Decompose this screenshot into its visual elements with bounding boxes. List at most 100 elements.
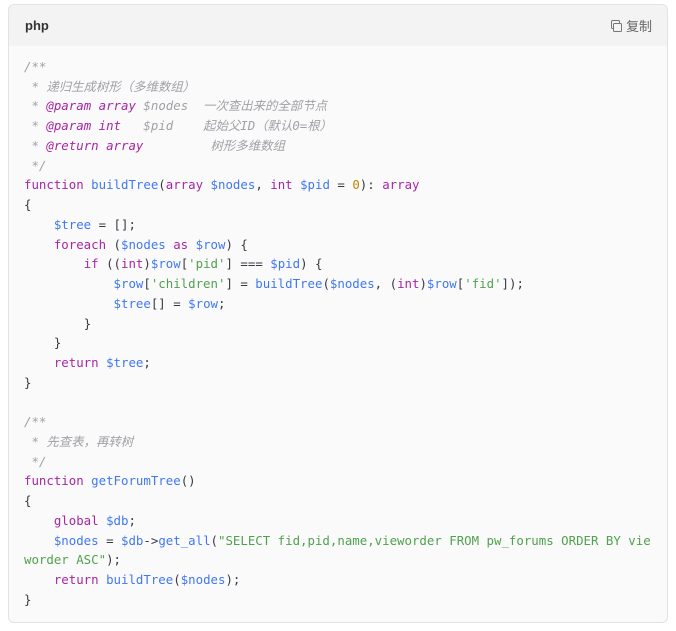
code-token: return [53, 572, 99, 588]
code-content[interactable]: /** * 递归生成树形（多维数组） * @param array $nodes… [9, 46, 667, 610]
code-token: () [180, 473, 196, 489]
code-token: int [397, 276, 420, 292]
code-token: array [98, 98, 136, 114]
code-token: global [53, 512, 99, 528]
code-line: function buildTree(array $nodes, int $pi… [24, 175, 651, 195]
code-token: [] = [150, 295, 189, 311]
code-line: function getForumTree() [24, 471, 651, 491]
code-token [24, 217, 54, 232]
code-token: get_all [158, 532, 211, 548]
code-token: $pid 起始父ID（默认0=根） [121, 118, 333, 134]
code-token [24, 296, 114, 311]
code-token: [ [180, 256, 189, 272]
code-token: if [83, 256, 99, 272]
code-token: -> [143, 532, 159, 548]
code-line: foreach ($nodes as $row) { [24, 235, 651, 255]
code-token: * [24, 137, 47, 153]
code-line: * @param array $nodes 一次查出来的全部节点 [24, 96, 651, 116]
code-token: { [24, 197, 32, 213]
code-token: foreach [53, 236, 107, 252]
code-line: return buildTree($nodes); [24, 570, 651, 590]
code-token: ] === [225, 256, 271, 272]
code-token: , [255, 177, 271, 193]
code-token [188, 237, 195, 252]
code-line: */ [24, 156, 651, 176]
code-token: ( [158, 177, 166, 193]
code-token: buildTree [91, 177, 159, 193]
code-token: getForumTree [91, 473, 181, 489]
code-token: ( [210, 532, 218, 548]
code-token: $pid [300, 177, 330, 193]
code-token: { [24, 493, 32, 509]
code-line: /** [24, 57, 651, 77]
code-token: int [121, 256, 144, 272]
copy-label: 复制 [625, 19, 652, 34]
code-token: ); [225, 572, 241, 588]
code-token: } [24, 374, 32, 390]
code-token: $tree [53, 216, 92, 232]
code-token: @return [46, 137, 99, 153]
code-token: * [24, 118, 47, 134]
code-line: } [24, 590, 651, 610]
language-label: php [25, 18, 49, 33]
code-token: $nodes 一次查出来的全部节点 [135, 98, 327, 114]
code-token [91, 118, 98, 133]
code-token: $row [113, 276, 144, 292]
code-token: ; [218, 295, 226, 311]
code-token [24, 513, 54, 528]
code-token: $row [195, 236, 226, 252]
code-line: /** [24, 412, 651, 432]
code-token [99, 138, 106, 153]
code-token: $row [426, 276, 457, 292]
code-token: /** [24, 414, 47, 430]
code-line: $row['children'] = buildTree($nodes, (in… [24, 274, 651, 294]
code-token: * [24, 98, 47, 114]
code-line: return $tree; [24, 353, 651, 373]
code-token: $nodes [329, 276, 375, 292]
code-token: buildTree [255, 276, 323, 292]
code-token: int [270, 177, 293, 193]
code-line: * 递归生成树形（多维数组） [24, 77, 651, 97]
code-line: $tree = []; [24, 215, 651, 235]
code-token: $nodes [120, 236, 166, 252]
code-header: php 复制 [9, 5, 667, 46]
code-token: /** [24, 59, 47, 74]
code-token: 'children' [150, 276, 226, 292]
code-token: ); [106, 552, 121, 568]
code-token: ] = [225, 276, 256, 292]
code-token: ) { [300, 256, 323, 272]
code-token: ( [173, 572, 181, 588]
code-token: */ [24, 157, 47, 173]
code-line: { [24, 195, 651, 215]
code-token: array [165, 177, 204, 193]
code-token: $pid [270, 256, 301, 272]
code-token: 树形多维数组 [143, 137, 285, 153]
code-line: * @param int $pid 起始父ID（默认0=根） [24, 116, 651, 136]
code-token [24, 355, 54, 370]
code-line: if ((int)$row['pid'] === $pid) { [24, 254, 651, 274]
code-line: } [24, 314, 651, 334]
code-token: ( [322, 276, 330, 292]
code-token: buildTree [106, 572, 174, 588]
code-token: $tree [106, 355, 144, 371]
code-token [99, 572, 106, 587]
code-token: $nodes [210, 177, 256, 193]
code-token: [ [143, 276, 151, 292]
code-token: [ [456, 276, 465, 292]
code-token: ]); [501, 276, 524, 292]
code-token: * 递归生成树形（多维数组） [24, 78, 196, 94]
code-token: * 先查表，再转树 [24, 433, 134, 449]
code-token: $row [150, 256, 181, 272]
code-token: = []; [91, 216, 136, 232]
code-line: { [24, 491, 651, 511]
code-token: return [53, 355, 99, 371]
code-line: $nodes = $db->get_all("SELECT fid,pid,na… [24, 531, 651, 570]
code-token [24, 572, 54, 587]
copy-button[interactable]: 复制 [610, 16, 652, 35]
code-token: } [24, 335, 62, 351]
code-line: } [24, 333, 651, 353]
code-token: $db [121, 532, 144, 548]
copy-icon [610, 20, 623, 32]
code-line: */ [24, 452, 651, 472]
code-token: } [24, 315, 92, 331]
